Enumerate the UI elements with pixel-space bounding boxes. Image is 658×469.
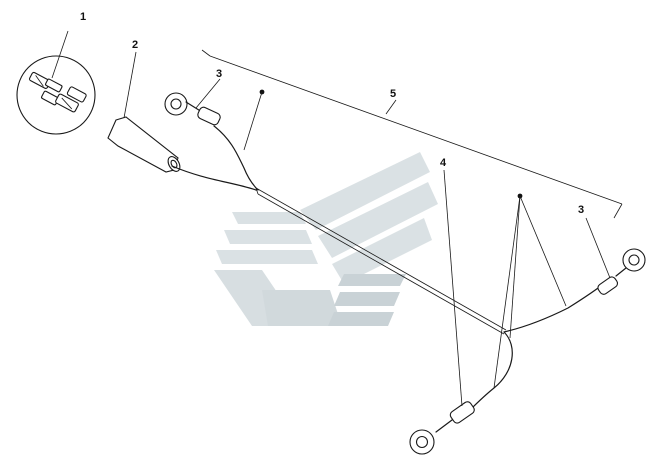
- harness-length-bracket: 5: [201, 49, 623, 219]
- watermark-logo: [214, 152, 438, 326]
- leader-line-4: [443, 169, 463, 407]
- callout-4: 4: [440, 157, 447, 169]
- terminal-connector-lower: [41, 86, 87, 113]
- callout-3b: 3: [578, 204, 584, 216]
- callout-2: 2: [132, 39, 138, 51]
- leader-line-5: [385, 99, 397, 115]
- callout-5: 5: [390, 88, 396, 100]
- terminal-connector-upper: [28, 71, 63, 93]
- harness-wires: [171, 89, 607, 411]
- leader-line-2: [123, 51, 137, 119]
- detail-circle-terminals: 1: [16, 11, 96, 135]
- insulating-boot: 2: [107, 39, 181, 173]
- leader-line-1: [51, 30, 69, 79]
- callout-1: 1: [80, 11, 86, 23]
- ring-terminal-bottom: 4: [409, 157, 475, 455]
- ring-terminal-right: 3: [578, 204, 646, 295]
- leader-line-3a: [195, 78, 221, 109]
- callout-3a: 3: [216, 68, 222, 80]
- leader-line-3b: [585, 217, 611, 279]
- ring-terminal-upper: 3: [164, 68, 222, 126]
